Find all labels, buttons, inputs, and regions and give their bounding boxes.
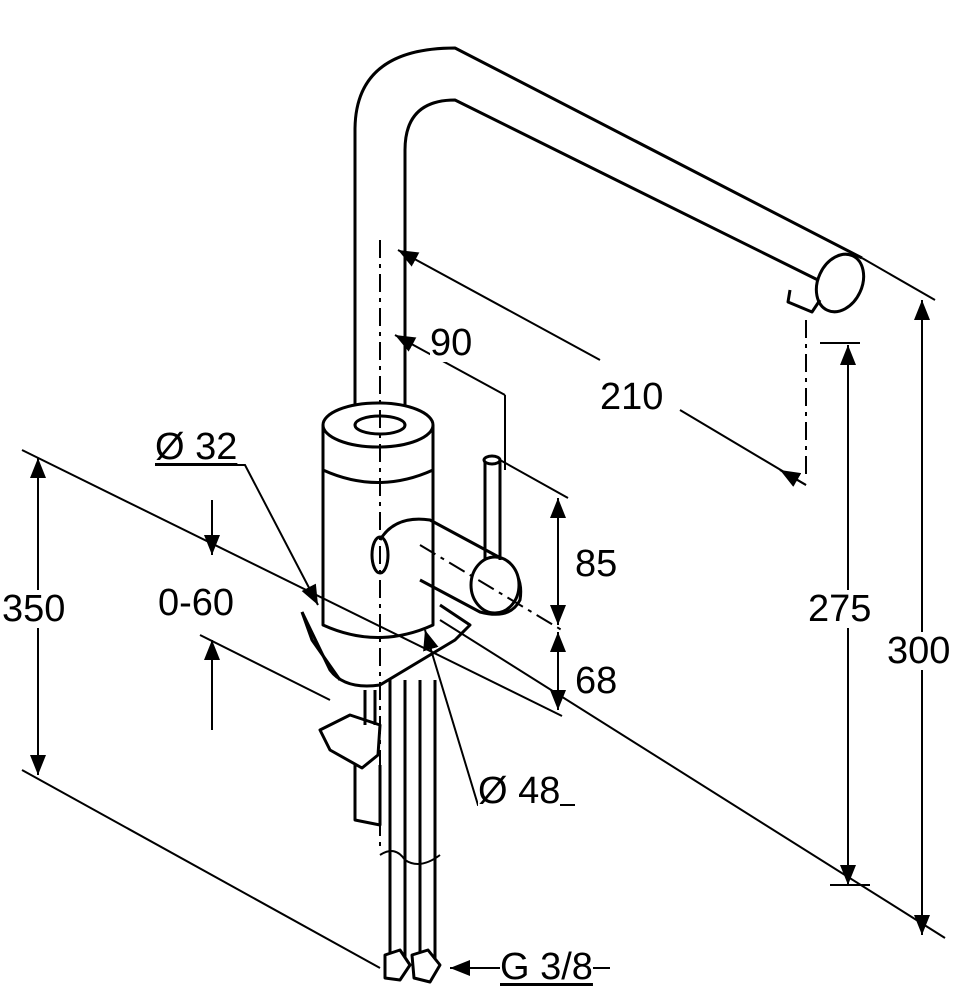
dim-spout-reach: 210 xyxy=(600,376,664,418)
dim-base-diameter: Ø 48 xyxy=(478,770,561,812)
clamp xyxy=(318,713,382,770)
dim-total-height: 300 xyxy=(887,630,951,672)
body-top xyxy=(321,401,435,449)
spout xyxy=(353,46,863,410)
dim-connection: G 3/8 xyxy=(500,946,593,988)
base-plate xyxy=(300,603,472,688)
dim-handle-height: 85 xyxy=(575,543,618,585)
dim-outlet-height: 275 xyxy=(808,588,872,630)
dim-spout-diameter: Ø 32 xyxy=(155,426,238,468)
dim-spout-offset: 90 xyxy=(430,322,473,364)
body xyxy=(321,425,435,639)
dim-total-width: 350 xyxy=(2,588,66,630)
dim-handle-base-height: 68 xyxy=(575,660,618,702)
supply-hoses xyxy=(388,680,437,960)
dim-deck-thickness: 0-60 xyxy=(158,582,235,624)
